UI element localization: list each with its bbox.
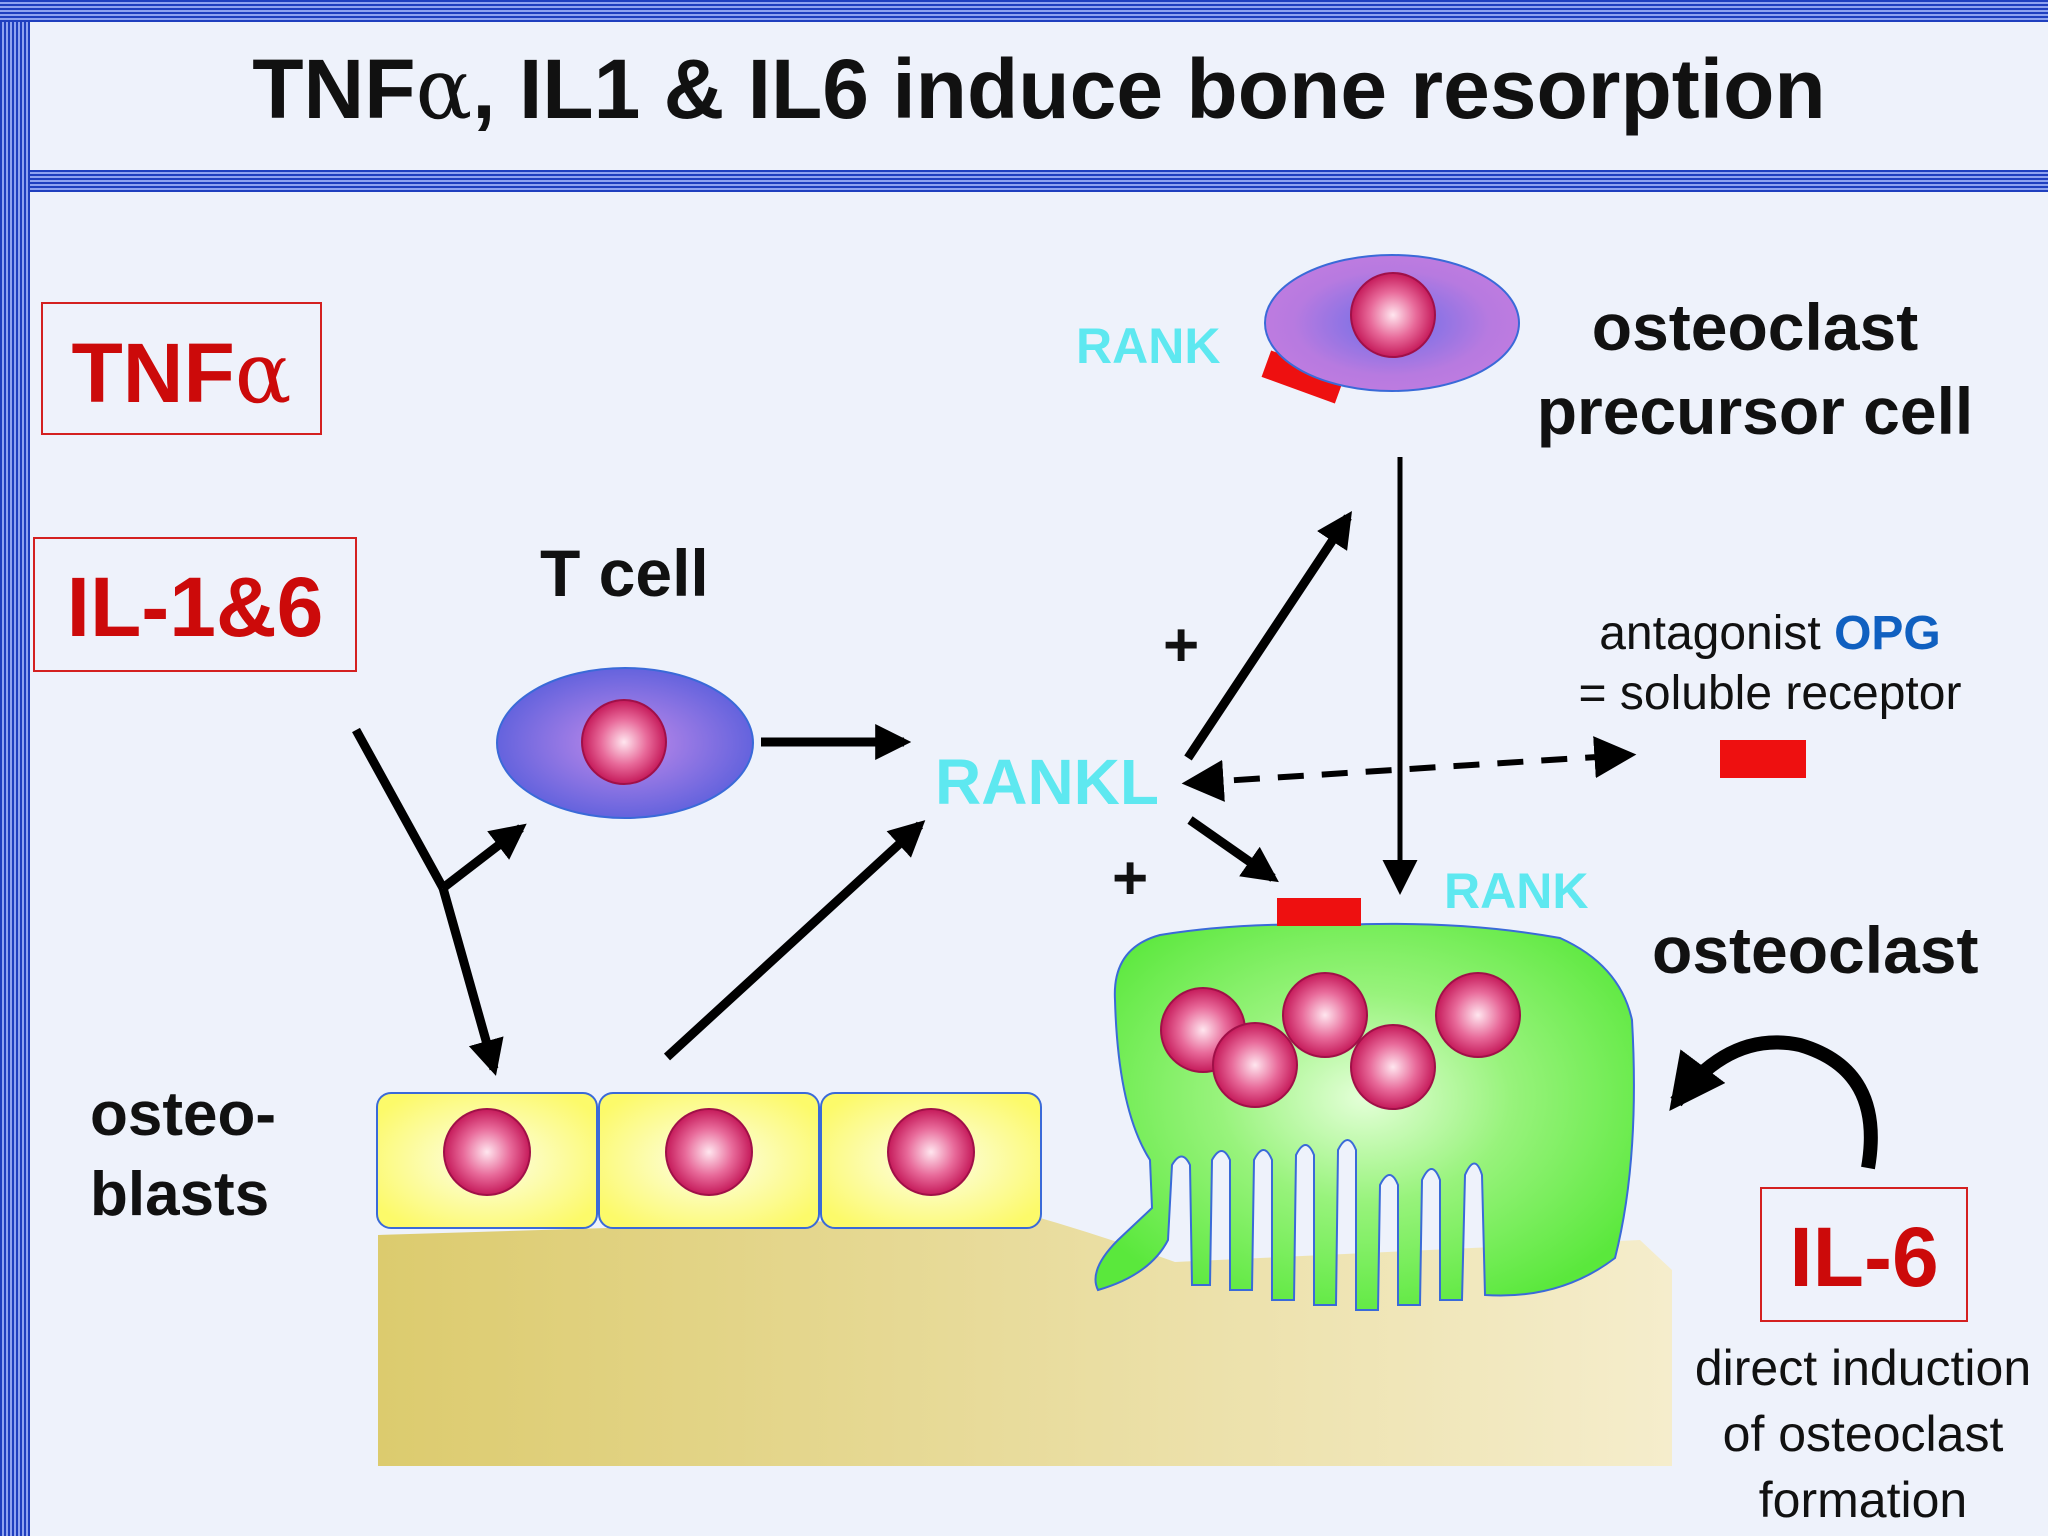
osteoblast-nucleus xyxy=(887,1108,975,1196)
rank-receptor-precursor xyxy=(1261,350,1345,404)
rank-receptor-osteoclast xyxy=(1277,898,1361,926)
plus-sign-lower: + xyxy=(1112,844,1149,913)
arrow-osteoblasts-to-rankl xyxy=(663,820,926,1061)
osteoblast-cell-2 xyxy=(598,1092,820,1229)
title-suffix: , IL1 & IL6 induce bone resorption xyxy=(472,42,1826,136)
arrow-cytokines-to-osteoblasts xyxy=(438,886,504,1076)
osteoblast-nucleus xyxy=(443,1108,531,1196)
left-border-stripe xyxy=(0,0,30,1536)
t-cell xyxy=(496,667,754,819)
tnf-alpha-label: TNFα xyxy=(43,324,320,422)
arrow-cytokines-to-tcell xyxy=(440,823,527,892)
opg-prefix: antagonist xyxy=(1599,607,1835,660)
opg-antagonism-dashed-arrow xyxy=(1181,736,1637,802)
precursor-label-line-2: precursor cell xyxy=(1536,374,1974,448)
osteoblast-cell-3 xyxy=(820,1092,1042,1229)
osteoblasts-label-line-2: blasts xyxy=(90,1160,270,1229)
plus-sign-upper: + xyxy=(1163,611,1200,680)
bone-matrix xyxy=(378,1215,1672,1466)
title-prefix: TNF xyxy=(252,42,416,136)
osteoclast-nucleus-2 xyxy=(1282,972,1368,1058)
osteoblast-nucleus xyxy=(665,1108,753,1196)
arrow-rankl-to-osteoclast xyxy=(1187,816,1279,883)
osteoclast-nucleus-5 xyxy=(1350,1024,1436,1110)
osteoclast-nucleus-3 xyxy=(1435,972,1521,1058)
rank-label-precursor: RANK xyxy=(1076,318,1221,374)
osteoblasts-label: osteo- blasts xyxy=(90,1075,276,1235)
il-6-box: IL-6 xyxy=(1760,1187,1968,1322)
opg-label: antagonist OPG = soluble receptor xyxy=(1560,604,1980,724)
t-cell-nucleus xyxy=(581,699,667,785)
opg-term: OPG xyxy=(1834,607,1941,660)
tnf-text: TNF xyxy=(71,326,235,420)
il-6-label: IL-6 xyxy=(1789,1210,1939,1304)
osteoclast-cell xyxy=(1094,922,1635,1311)
title-alpha: α xyxy=(415,40,473,138)
il-6-caption: direct induction of osteoclast formation xyxy=(1668,1335,2048,1533)
rank-label-osteoclast: RANK xyxy=(1444,863,1589,919)
arrow-rankl-to-precursor xyxy=(1184,511,1352,761)
t-cell-label: T cell xyxy=(540,536,709,610)
il-6-caption-line-3: formation xyxy=(1758,1472,1968,1528)
osteoclast-label: osteoclast xyxy=(1652,913,1979,987)
tnf-alpha-box: TNFα xyxy=(41,302,322,435)
slide-title: TNFα, IL1 & IL6 induce bone resorption xyxy=(30,40,2048,138)
opg-soluble-receptor xyxy=(1720,740,1806,778)
osteoclast-precursor-label: osteoclast precursor cell xyxy=(1520,285,1990,453)
tnf-alpha-glyph: α xyxy=(234,324,292,422)
top-border-stripe xyxy=(0,0,2048,22)
arrow-il6-to-osteoclast xyxy=(1669,1035,1878,1170)
osteoclast-nucleus-4 xyxy=(1212,1022,1298,1108)
il-1-6-label: IL-1&6 xyxy=(66,560,324,654)
opg-label-line-1: antagonist OPG xyxy=(1560,604,1980,664)
arrow-cytokines-stem xyxy=(352,727,447,891)
osteoblasts-label-line-1: osteo- xyxy=(90,1080,276,1149)
il-6-caption-line-1: direct induction xyxy=(1694,1340,2032,1396)
il-6-caption-line-2: of osteoclast xyxy=(1722,1406,2004,1462)
il-1-6-box: IL-1&6 xyxy=(33,537,357,672)
precursor-label-line-1: osteoclast xyxy=(1591,290,1919,364)
osteoclast-precursor-cell xyxy=(1264,254,1520,392)
opg-label-line-2: = soluble receptor xyxy=(1578,667,1962,720)
rankl-label: RANKL xyxy=(935,746,1159,818)
title-divider xyxy=(30,170,2048,192)
osteoblast-cell-1 xyxy=(376,1092,598,1229)
precursor-nucleus xyxy=(1350,272,1436,358)
